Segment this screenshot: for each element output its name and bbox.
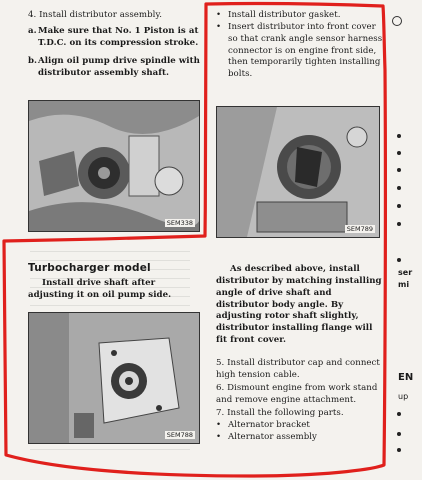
part-alternator-assembly: • Alternator assembly (216, 432, 382, 444)
edge-bullet-8 (397, 412, 401, 416)
distributor-photo (29, 101, 199, 231)
figure-distributor-front-cover: SEM789 (216, 106, 380, 238)
front-cover-photo (217, 107, 379, 237)
step-4a: a. Make sure that No. 1 Piston is at T.D… (28, 26, 200, 50)
edge-bullet-6 (397, 222, 401, 226)
turbocharger-text: Install drive shaft after adjusting it o… (28, 278, 172, 300)
bullet-install-gasket-text: Install distributor gasket. (228, 10, 341, 20)
step-4b-text: Align oil pump drive spindle with distri… (38, 56, 200, 78)
edge-bullet-9 (397, 432, 401, 436)
edge-bullet-1 (397, 134, 401, 138)
figure-label-sem789: SEM789 (344, 225, 375, 233)
gear-icon (392, 16, 402, 26)
bullet-install-gasket: • Install distributor gasket. (216, 10, 386, 22)
figure-distributor-install: SEM338 (28, 100, 200, 232)
figure-label-sem338: SEM338 (164, 219, 195, 227)
bullet-marker: • (216, 10, 222, 20)
part-alternator-assembly-text: Alternator assembly (228, 431, 317, 442)
bullet-marker: • (216, 431, 222, 442)
step-4a-marker: a. (28, 26, 37, 36)
described-above-paragraph: As described above, install distributor … (216, 264, 382, 346)
parts-list: • Alternator bracket • Alternator assemb… (216, 420, 382, 444)
edge-bullet-5 (397, 204, 401, 208)
step-4: 4. Install distributor assembly. (28, 10, 163, 20)
figure-turbo-drive-shaft: SEM788 (28, 312, 200, 444)
bullet-insert-distributor-text: Insert distributor into front cover so t… (228, 21, 383, 80)
step-4b-marker: b. (28, 56, 38, 66)
figure-label-sem788: SEM788 (164, 431, 195, 439)
part-alternator-bracket-text: Alternator bracket (228, 420, 310, 430)
drive-shaft-photo (29, 313, 199, 443)
edge-bullet-4 (397, 186, 401, 190)
edge-bullet-10 (397, 448, 401, 452)
turbocharger-heading: Turbocharger model (28, 262, 151, 274)
bullet-marker: • (216, 420, 222, 430)
step-4a-text: Make sure that No. 1 Piston is at T.D.C.… (38, 26, 199, 48)
step-5: 5. Install distributor cap and connect h… (216, 358, 380, 380)
step-7: 7. Install the following parts. (216, 408, 344, 418)
edge-bullet-7 (397, 258, 401, 262)
part-alternator-bracket: • Alternator bracket (216, 420, 382, 432)
edge-bullet-2 (397, 151, 401, 155)
edge-text-fragment: up (398, 392, 409, 401)
step-6: 6. Dismount engine from work stand and r… (216, 383, 378, 405)
right-bullets-top: • Install distributor gasket. • Insert d… (216, 10, 386, 81)
step-4b: b. Align oil pump drive spindle with dis… (28, 56, 200, 80)
bullet-marker: • (216, 21, 222, 32)
edge-text-fragment: ser (398, 268, 413, 277)
edge-heading-fragment: EN (398, 372, 414, 383)
edge-text-fragment: mi (398, 280, 410, 289)
edge-bullet-3 (397, 168, 401, 172)
bullet-insert-distributor: • Insert distributor into front cover so… (216, 22, 386, 81)
